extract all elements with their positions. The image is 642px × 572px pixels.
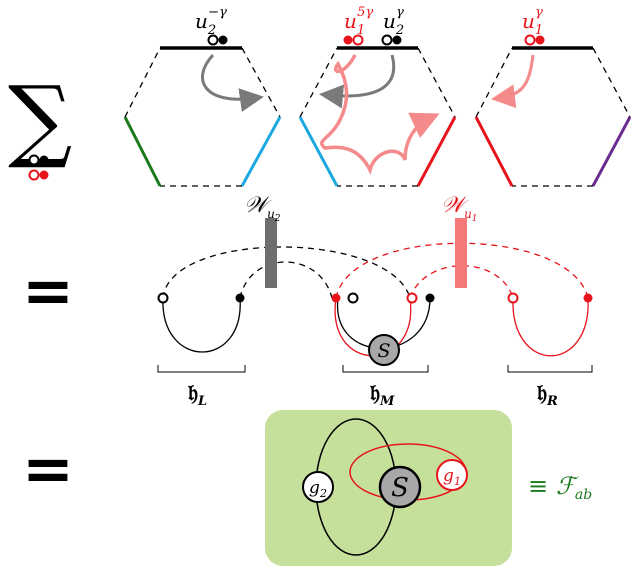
brackets — [157, 365, 593, 373]
wilson-label-black: 𝒲u2 — [244, 193, 281, 224]
hex1-label: u2−γ — [195, 5, 227, 38]
sum-dots — [28, 154, 49, 181]
g2-label: g2 — [309, 478, 327, 500]
hex3-label: u1γ — [522, 5, 543, 38]
hexagon-3 — [474, 34, 632, 187]
equals-sign-1: = — [22, 254, 74, 327]
s-circle-middle-label: S — [377, 340, 390, 362]
s-circle-bottom-label: S — [391, 473, 409, 503]
bracket-label-M: 𝔥M — [369, 380, 395, 409]
sum-symbol: ∑ — [8, 67, 72, 172]
black-dashed-arcs — [162, 246, 411, 299]
g1-circle — [436, 459, 468, 491]
s-circle-bottom — [378, 465, 422, 509]
equiv-symbol: ≡ — [528, 472, 548, 500]
s-circle-middle — [368, 334, 400, 366]
bracket-label-L: 𝔥L — [187, 380, 207, 409]
bracket-label-R: 𝔥R — [536, 380, 558, 409]
hexagon-1 — [123, 34, 282, 187]
result-label: ℱab — [556, 472, 592, 503]
middle-dots — [157, 292, 593, 304]
equals-sign-2: = — [22, 432, 74, 505]
wilson-line-black — [265, 218, 277, 288]
hex2-label-black: u2γ — [383, 5, 404, 38]
g2-circle — [302, 471, 334, 503]
wilson-line-red — [455, 218, 467, 288]
g1-label: g1 — [443, 466, 461, 488]
hexagon-2 — [298, 34, 457, 187]
hex2-label-red: u15γ — [344, 5, 373, 38]
